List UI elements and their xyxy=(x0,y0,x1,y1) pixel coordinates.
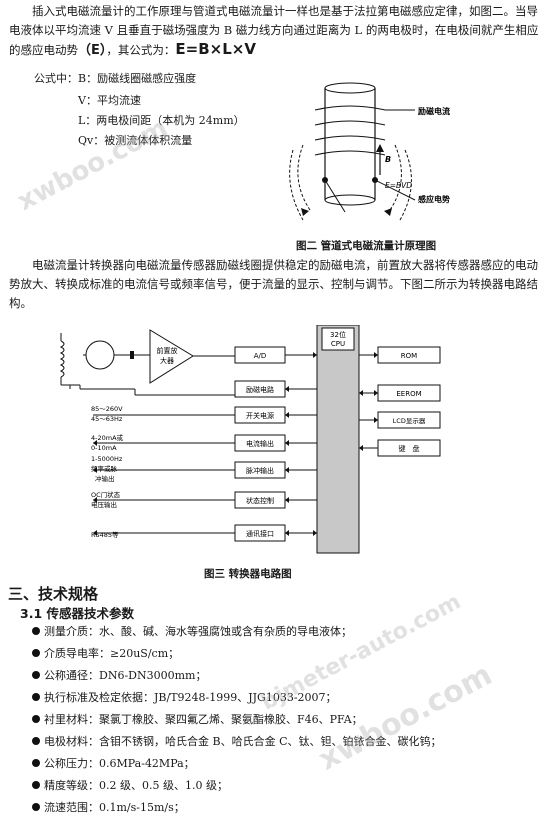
label-b: B xyxy=(385,155,391,164)
electrode-left xyxy=(322,177,328,183)
block-rom-label: ROM xyxy=(401,352,417,360)
spec-item: 公称压力：0.6MPa-42MPa； xyxy=(32,753,442,775)
memory-io-blocks: ROM EEROM LCD显示器 键 盘 xyxy=(377,346,441,457)
right-bus-arrows xyxy=(359,352,378,451)
bullet-dot xyxy=(32,693,40,701)
block-excitation-label: 励磁电路 xyxy=(246,385,274,394)
block-state-control-label: 状态控制 xyxy=(246,496,274,505)
symbols-intro-line: 公式中：B：励磁线圈磁感应强度 xyxy=(34,70,196,86)
symbol-v: V：平均流速 xyxy=(78,94,141,107)
spec-text: 执行标准及检定依据：JB/T9248-1999、JJG1033-2007； xyxy=(44,691,337,704)
sensor-pipe-circle xyxy=(85,340,115,370)
intro-paragraph-text: 插入式电磁流量计的工作原理与管道式电磁流量计一样也是基于法拉第电磁感应定律，如图… xyxy=(9,4,539,57)
label-state-2: 电压输出 xyxy=(91,500,117,509)
left-io-labels: 85～260V 45～63Hz 4-20mA或 0-10mA 1-5000Hz … xyxy=(91,405,124,539)
section-title: 三、技术规格 xyxy=(8,585,99,603)
left-bus-arrows xyxy=(285,352,317,536)
figure3-caption: 图三 转换器电路图 xyxy=(204,568,292,580)
spec-item: 公称通径：DN6-DN3000mm； xyxy=(32,665,442,687)
cpu-label-box xyxy=(321,327,355,351)
spec-text: 精度等级：0.2 级、0.5 级、1.0 级； xyxy=(44,779,228,792)
spec-text: 测量介质：水、酸、碱、海水等强腐蚀或含有杂质的导电液体； xyxy=(44,625,352,638)
b-arrow-head xyxy=(376,144,384,152)
spec-item: 电极材料：含钼不锈钢，哈氏合金 B、哈氏合金 C、钛、钽、铂铱合金、碳化钨； xyxy=(32,731,442,753)
converter-blocks: A/D 励磁电路 开关电源 电流输出 脉冲输出 状态控制 通讯接口 xyxy=(234,346,286,542)
flux-arrow-left xyxy=(301,208,309,216)
spec-item: 流速范围：0.1m/s-15m/s； xyxy=(32,797,442,819)
electrode-lead-left xyxy=(324,179,346,213)
spec-item: 执行标准及检定依据：JB/T9248-1999、JJG1033-2007； xyxy=(32,687,442,709)
block-ad-label: A/D xyxy=(254,352,267,360)
symbol-b: B：励磁线圈磁感应强度 xyxy=(78,72,197,85)
spec-item: 精度等级：0.2 级、0.5 级、1.0 级； xyxy=(32,775,442,797)
label-current-2: 0-10mA xyxy=(91,444,117,452)
symbol-q: Qv：被测流体体积流量 xyxy=(78,134,193,147)
pipe-top-ellipse xyxy=(324,82,376,94)
label-current-1: 4-20mA或 xyxy=(91,433,124,442)
block-lcd-label: LCD显示器 xyxy=(393,417,426,425)
preamp-label-1: 前置放 xyxy=(157,346,178,355)
symbols-intro: 公式中： xyxy=(34,72,78,85)
block-power-label: 开关电源 xyxy=(246,411,274,420)
spec-text: 介质导电率：≥20uS/cm； xyxy=(44,647,180,660)
cpu-title: 32位 xyxy=(330,330,346,339)
block-eerom-label: EEROM xyxy=(396,390,421,398)
pipe-bottom-ellipse xyxy=(324,194,376,206)
cpu-bus xyxy=(316,325,360,554)
formula-equation: E=B×L×V xyxy=(175,40,256,58)
label-coil-current: 励磁电流 xyxy=(418,106,450,116)
left-io-lines xyxy=(93,414,235,536)
block-current-out-label: 电流输出 xyxy=(246,439,274,448)
converter-paragraph: 电磁流量计转换器向电磁流量传感器励磁线圈提供稳定的励磁电流，前置放大器将传感器感… xyxy=(9,258,538,310)
preamp-label-2: 大器 xyxy=(160,356,174,365)
watermark-top: xwboo.com xyxy=(12,112,173,218)
bullet-dot xyxy=(32,671,40,679)
electrode-right xyxy=(372,177,378,183)
spec-text: 公称通径：DN6-DN3000mm； xyxy=(44,669,207,682)
spec-item: 介质导电率：≥20uS/cm； xyxy=(32,643,442,665)
sensor-terminal xyxy=(130,351,134,359)
emf-symbol: （E） xyxy=(78,43,107,58)
flux-arrow-right xyxy=(384,208,392,216)
cpu-sub: CPU xyxy=(331,340,345,348)
figure2-caption: 图二 管道式电磁流量计原理图 xyxy=(296,240,437,252)
bullet-dot xyxy=(32,715,40,723)
bullet-dot xyxy=(32,737,40,745)
label-power-2: 45～63Hz xyxy=(91,415,123,423)
bullet-dot xyxy=(32,627,40,635)
block-comm-label: 通讯接口 xyxy=(246,529,274,538)
spec-item: 测量介质：水、酸、碱、海水等强腐蚀或含有杂质的导电液体； xyxy=(32,621,442,643)
bullet-dot xyxy=(32,649,40,657)
symbol-l: L：两电极间距（本机为 24mm） xyxy=(78,114,245,127)
spec-item: 衬里材料：聚氯丁橡胶、聚四氟乙烯、聚氨酯橡胶、F46、PFA； xyxy=(32,709,442,731)
spec-text: 流速范围：0.1m/s-15m/s； xyxy=(44,801,185,814)
label-power-1: 85～260V xyxy=(91,405,123,413)
block-pulse-out-label: 脉冲输出 xyxy=(246,466,274,475)
bullet-dot xyxy=(32,781,40,789)
preamp-triangle xyxy=(149,329,194,384)
label-state-1: OC门状态 xyxy=(91,490,121,499)
spec-text: 公称压力：0.6MPa-42MPa； xyxy=(44,757,195,770)
bullet-dot xyxy=(32,759,40,767)
label-rs485: RS485等 xyxy=(91,530,119,539)
label-e-bvd: E=BVD xyxy=(385,181,412,190)
intro-paragraph: 插入式电磁流量计的工作原理与管道式电磁流量计一样也是基于法拉第电磁感应定律，如图… xyxy=(9,2,541,60)
label-pulse-2: 频率或脉 xyxy=(91,464,118,473)
section-subtitle: 3.1 传感器技术参数 xyxy=(20,606,134,621)
label-pulse-3: 冲输出 xyxy=(95,474,115,483)
formula-lead: ，其公式为： xyxy=(106,43,176,57)
flux-lines xyxy=(289,144,412,221)
block-keypad-label: 键 盘 xyxy=(399,444,420,453)
label-induced-emf: 感应电势 xyxy=(418,194,450,204)
electrode-lead-right xyxy=(374,179,416,201)
coil-windings xyxy=(314,105,386,156)
label-pulse-1: 1-5000Hz xyxy=(91,455,123,463)
spec-list: 测量介质：水、酸、碱、海水等强腐蚀或含有杂质的导电液体； 介质导电率：≥20uS… xyxy=(32,621,442,819)
sensor-coil xyxy=(59,340,65,378)
spec-text: 电极材料：含钼不锈钢，哈氏合金 B、哈氏合金 C、钛、钽、铂铱合金、碳化钨； xyxy=(44,735,442,748)
figure3-diagram: 32位 CPU 前置放 大器 A/D 励磁电路 开关电源 电流输出 脉冲输出 状… xyxy=(59,325,441,554)
figure2-diagram: 励磁电流 B E=BVD 感应电势 xyxy=(289,82,450,221)
bullet-dot xyxy=(32,803,40,811)
spec-text: 衬里材料：聚氯丁橡胶、聚四氟乙烯、聚氨酯橡胶、F46、PFA； xyxy=(44,713,363,726)
